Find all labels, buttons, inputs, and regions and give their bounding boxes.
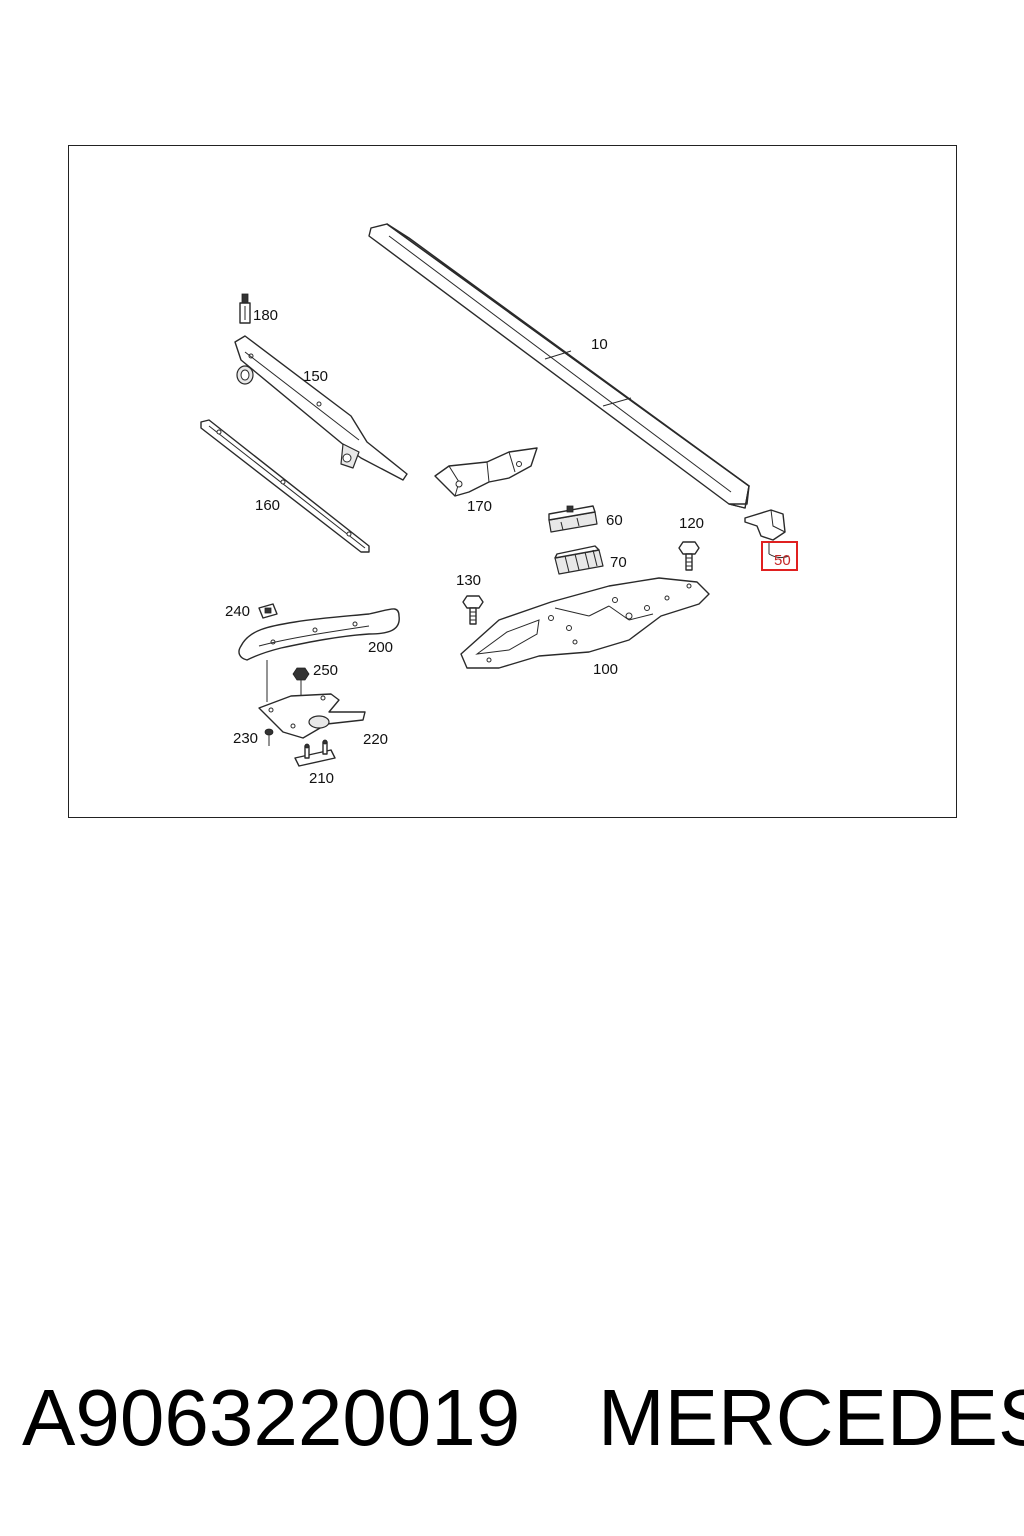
part-number: A9063220019 [22, 1373, 521, 1462]
callout-120: 120 [679, 515, 704, 532]
callout-100: 100 [593, 661, 618, 678]
part-210-stud-bracket[interactable] [294, 739, 336, 767]
callout-130: 130 [456, 572, 481, 589]
callout-70: 70 [610, 554, 627, 571]
part-180-fastener[interactable] [239, 293, 251, 324]
callout-180: 180 [253, 307, 278, 324]
callout-250: 250 [313, 662, 338, 679]
highlight-box [761, 541, 798, 571]
part-70-ribbed-pad[interactable] [554, 545, 604, 575]
callout-170: 170 [467, 498, 492, 515]
callout-60: 60 [606, 512, 623, 529]
part-200-cover[interactable] [238, 608, 400, 661]
part-120-bolt[interactable] [678, 541, 700, 571]
part-250-nut[interactable] [292, 667, 310, 698]
callout-150: 150 [303, 368, 328, 385]
callout-50: 50 [774, 552, 791, 569]
part-150-bracket-rail[interactable] [234, 335, 408, 481]
part-220-mounting-plate[interactable] [258, 660, 366, 739]
callout-230: 230 [233, 730, 258, 747]
part-100-base-plate[interactable] [460, 577, 710, 669]
callout-200: 200 [368, 639, 393, 656]
exploded-parts-view: 10 180 150 160 170 60 70 120 130 100 240… [200, 223, 798, 787]
highlighted-callout-50[interactable]: 50 [761, 541, 798, 571]
callout-220: 220 [363, 731, 388, 748]
callout-160: 160 [255, 497, 280, 514]
part-160-strip[interactable] [200, 419, 370, 553]
part-10-running-board[interactable] [368, 223, 750, 509]
part-170-angle-bracket[interactable] [434, 447, 538, 497]
part-230-screw[interactable] [264, 728, 274, 746]
callout-210: 210 [309, 770, 334, 787]
part-50-bracket[interactable] [744, 509, 790, 559]
brand-name: MERCEDES [598, 1373, 1024, 1462]
callout-10: 10 [591, 336, 608, 353]
footer: A9063220019 MERCEDES [0, 1370, 1024, 1470]
part-130-bolt[interactable] [462, 595, 484, 625]
part-240-clip[interactable] [258, 603, 278, 619]
callout-240: 240 [225, 603, 250, 620]
part-60-pad[interactable] [548, 505, 598, 533]
parts-diagram: 10 180 150 160 170 60 70 120 130 100 240… [68, 145, 957, 818]
